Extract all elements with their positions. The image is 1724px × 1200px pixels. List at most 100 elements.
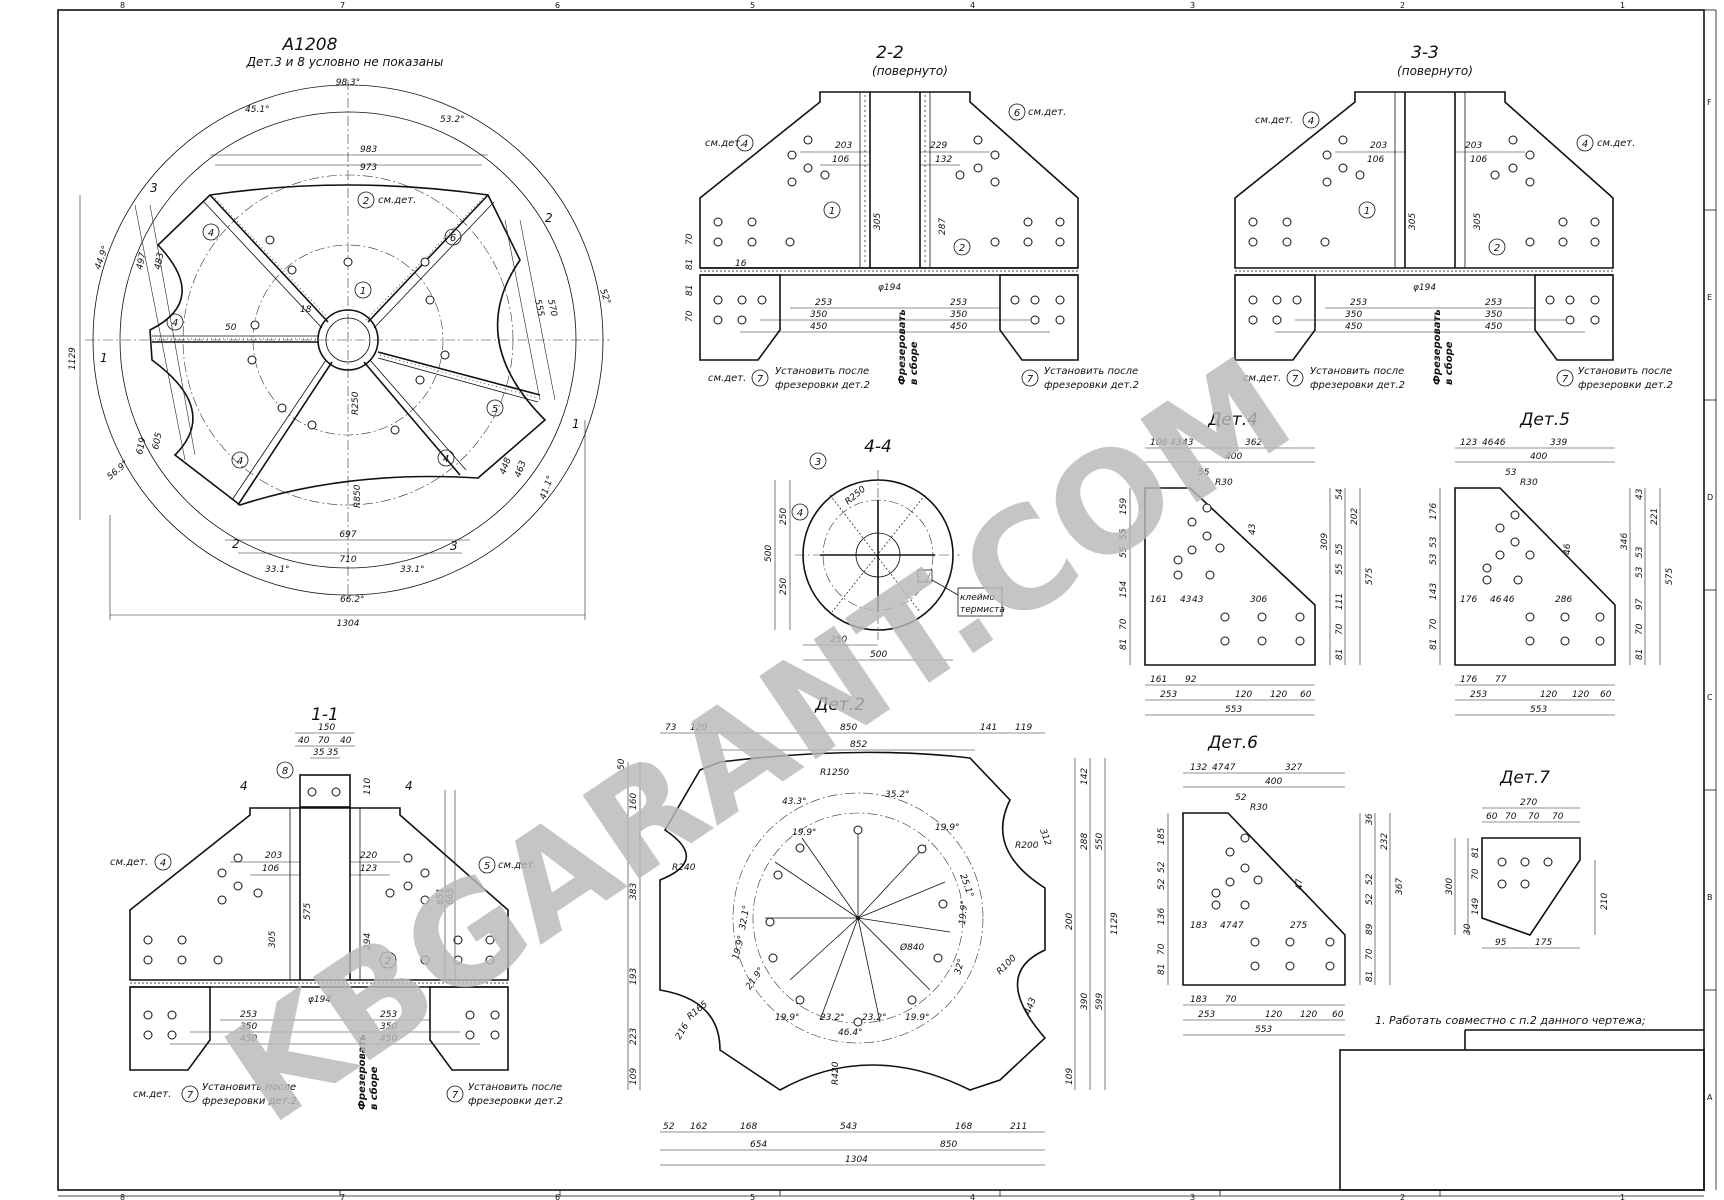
balloon-6: 6 (450, 233, 456, 244)
dim: 250 (779, 578, 789, 595)
dim: R200 (1015, 841, 1039, 851)
dim: 253 (1470, 690, 1487, 700)
dim: 450 (240, 1034, 257, 1044)
dim: 23.2° (862, 1013, 887, 1023)
dim: 161 (1150, 595, 1167, 605)
dim: 46 (1490, 595, 1502, 605)
dim: 70 (1528, 812, 1540, 822)
dim: 70 (318, 736, 330, 746)
dim: 54 (1335, 488, 1345, 500)
dim: R850 (353, 484, 363, 508)
dim: 52 (1157, 878, 1167, 890)
dim: 850 (940, 1140, 957, 1150)
dim: 33.1° (400, 565, 425, 575)
dim: 149 (1471, 898, 1481, 915)
dim: 55 (1335, 563, 1345, 575)
callout-see-det: см.дет. (133, 1089, 171, 1100)
dim: 81 (685, 259, 695, 270)
detail-2-title: Дет.2 (814, 695, 865, 715)
balloon-4: 4 (797, 508, 803, 519)
section-3-3-title: 3-3 (1411, 43, 1439, 63)
dim: 81 (1365, 971, 1375, 982)
callout-install-after: Установить после (468, 1082, 562, 1093)
detail-4: Дет.4 106 43 43 362 400 55 R30 159 55 55 (1119, 410, 1375, 716)
dim: 52 (1157, 861, 1167, 873)
dim: 109 (629, 1068, 639, 1085)
dim: 852 (850, 740, 867, 750)
dim: φ194 (308, 995, 331, 1005)
callout-see-det: см.дет. (378, 195, 416, 206)
dim: 176 (1460, 675, 1477, 685)
callout-install-after: Установить после (202, 1082, 296, 1093)
zone-bottom-5: 5 (750, 1193, 755, 1200)
balloon-5: 5 (484, 861, 490, 872)
dim: 52° (597, 288, 612, 306)
dim: 253 (240, 1010, 257, 1020)
dim: 143 (1429, 583, 1439, 600)
dim: 45.1° (245, 105, 270, 115)
zone-top-1: 1 (1620, 1, 1625, 10)
dim: 1304 (337, 619, 360, 629)
dim: R250 (844, 484, 869, 507)
dim: 142 (1080, 768, 1090, 785)
dim: 350 (240, 1022, 257, 1032)
detail-5-title: Дет.5 (1519, 410, 1570, 430)
dim: 183 (1190, 921, 1207, 931)
dim: 32° (953, 958, 967, 976)
dim: 81 (1635, 649, 1645, 660)
dim: 350 (380, 1022, 397, 1032)
dim: R30 (1215, 478, 1233, 488)
zone-top-3: 3 (1190, 1, 1195, 10)
dim: 161 (1150, 675, 1167, 685)
dim: 450 (1485, 322, 1502, 332)
callout-mill: Фрезеровать (1432, 309, 1443, 385)
dim: 270 (1520, 798, 1537, 808)
dim: 288 (1080, 833, 1090, 850)
dim: 221 (1650, 508, 1660, 525)
dim: 35.2° (885, 790, 910, 800)
section-1-1: 1-1 150 40 70 (110, 705, 563, 1110)
zone-bottom-4: 4 (970, 1193, 975, 1200)
callout-stamp: клеймо (960, 593, 995, 603)
dim: 160 (629, 793, 639, 810)
dim: 19.9° (958, 900, 970, 925)
dim: 120 (1540, 690, 1557, 700)
zone-bottom-6: 6 (555, 1193, 560, 1200)
zone-top-5: 5 (750, 1, 755, 10)
section-mark-4: 4 (240, 779, 248, 793)
callout-see-det: см.дет. (498, 860, 536, 871)
section-mark-3b: 3 (450, 539, 458, 553)
balloon-4: 4 (1308, 116, 1314, 127)
dim: 95 (1495, 938, 1507, 948)
dim: 400 (1225, 452, 1242, 462)
dim: 55 (1119, 546, 1129, 558)
dim: 450 (1345, 322, 1362, 332)
dim: 483 (153, 251, 166, 270)
callout-milling: фрезеровки дет.2 (1044, 380, 1139, 391)
dim: 47 (1224, 763, 1236, 773)
dim: 287 (938, 218, 948, 235)
dim: 119 (1015, 723, 1032, 733)
dim: 555 (532, 299, 545, 318)
dim: R100 (995, 953, 1019, 977)
dim: 47 (1220, 921, 1232, 931)
dim: 983 (360, 145, 377, 155)
dim: 575 (1665, 568, 1675, 585)
title-block (1339, 1029, 1705, 1191)
dim: 175 (1535, 938, 1552, 948)
dim: 350 (1345, 310, 1362, 320)
detail-6-title: Дет.6 (1207, 733, 1258, 753)
section-mark-2: 2 (545, 211, 553, 225)
callout-milling: фрезеровки дет.2 (1578, 380, 1673, 391)
balloon-7b: 7 (1562, 374, 1569, 385)
dim: 294 (363, 933, 373, 950)
balloon-1: 1 (829, 206, 835, 217)
dim: 52 (1365, 893, 1375, 905)
balloon-2: 2 (1494, 243, 1500, 254)
dim: 305 (1473, 213, 1483, 230)
dim: 599 (1095, 993, 1105, 1010)
dim: 605 (151, 431, 164, 450)
dim: 73 (665, 723, 677, 733)
zone-top-2: 2 (1400, 1, 1405, 10)
dim: 216 (674, 1021, 691, 1041)
